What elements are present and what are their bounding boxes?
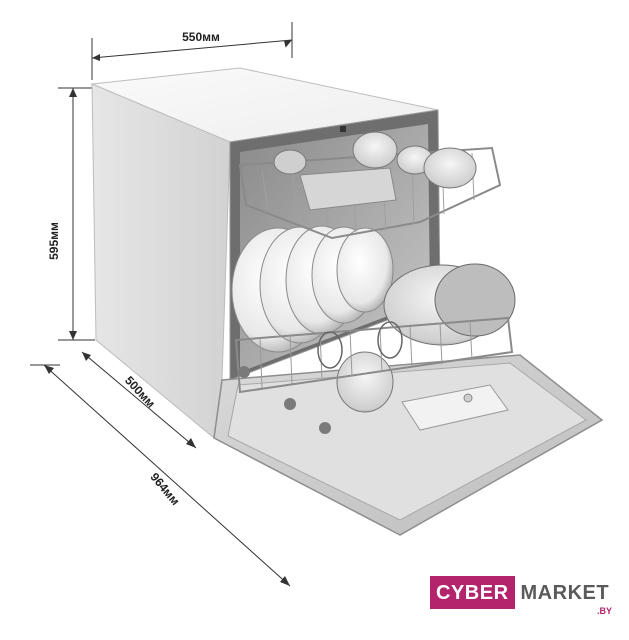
door-latch	[340, 126, 346, 132]
open-door	[213, 354, 604, 536]
cybermarket-logo: CYBER MARKET .BY	[430, 576, 620, 616]
upper-rack	[238, 131, 502, 240]
logo-tld: .BY	[596, 606, 612, 616]
dimension-lines	[30, 22, 293, 587]
logo-cyber: CYBER	[430, 576, 515, 609]
logo-market: MARKET	[520, 582, 610, 604]
height-dimension-label: 595мм	[47, 222, 61, 260]
lower-rack	[231, 225, 516, 434]
width-dimension-label: 550мм	[182, 30, 220, 44]
